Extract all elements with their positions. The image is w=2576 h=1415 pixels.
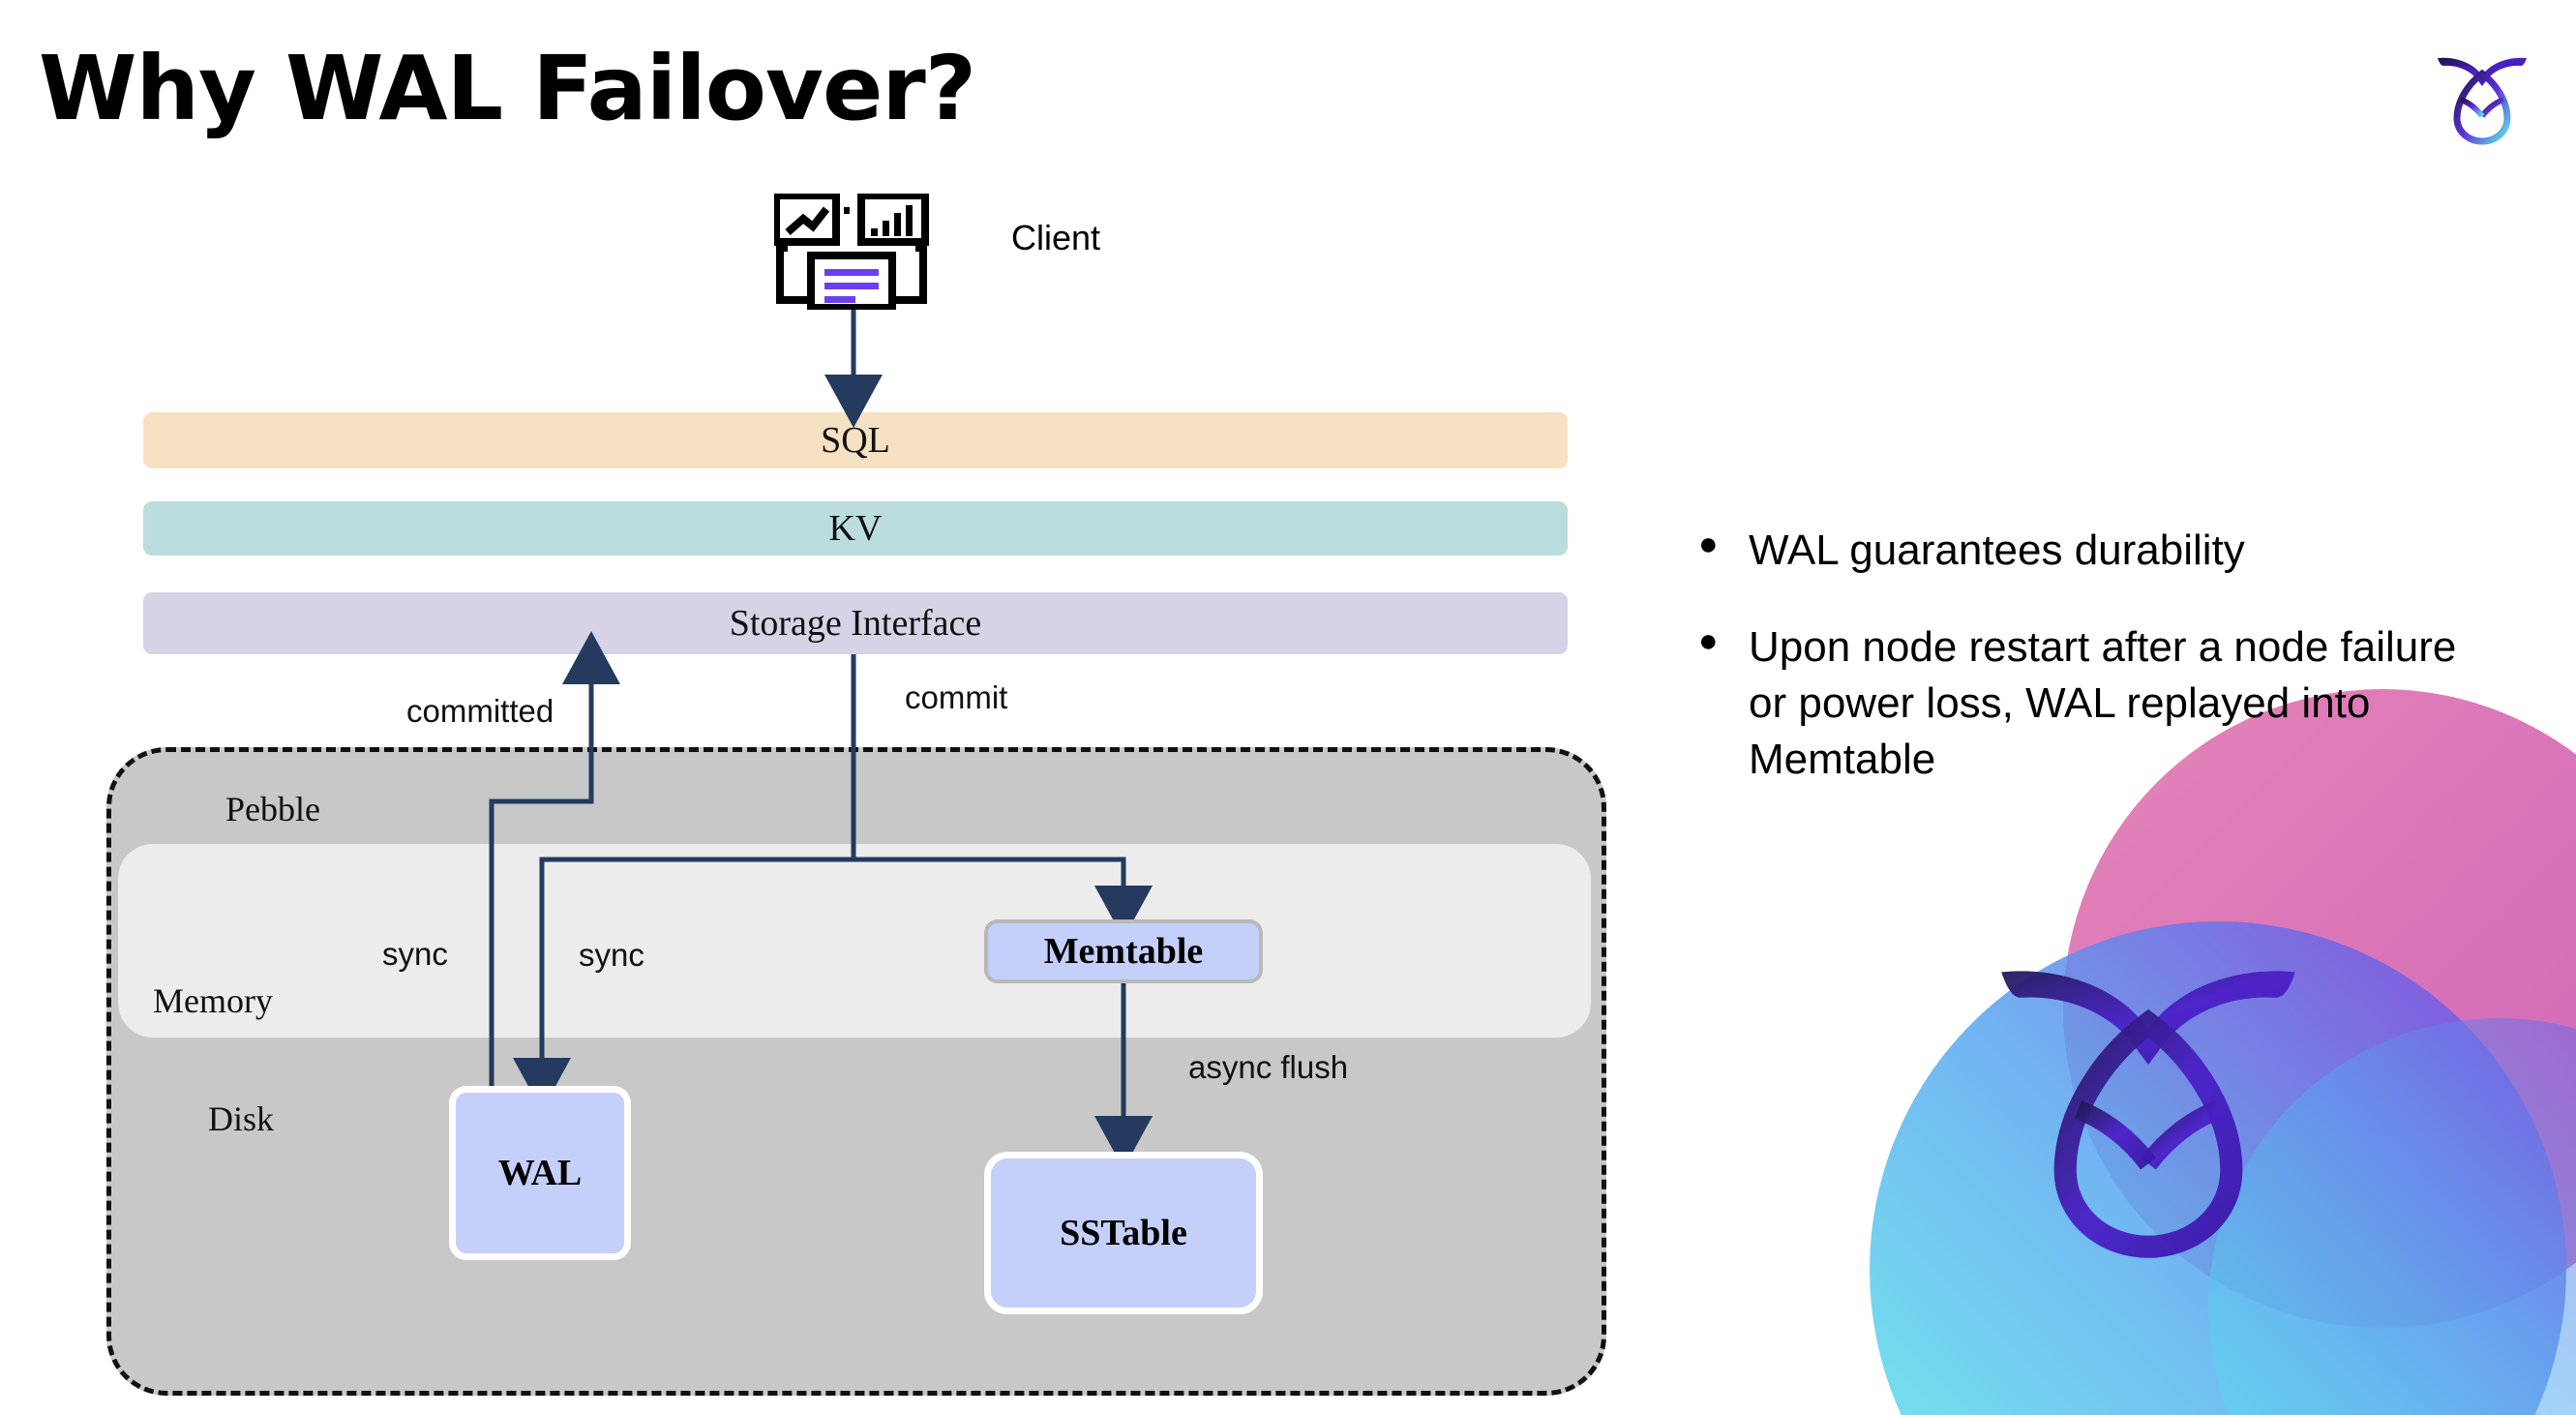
bullet-marker-icon: ● xyxy=(1698,526,1719,562)
edge-label-sync-right: sync xyxy=(579,937,644,973)
client-analytics-icon xyxy=(772,192,929,312)
edge-label-sync-left: sync xyxy=(382,936,448,972)
edge-label-committed: committed xyxy=(406,693,554,729)
bullet-list: ● WAL guarantees durability ● Upon node … xyxy=(1698,523,2492,828)
client-label: Client xyxy=(1011,218,1101,257)
disk-label: Disk xyxy=(208,1099,275,1138)
memory-label: Memory xyxy=(153,981,273,1020)
list-item: ● Upon node restart after a node failure… xyxy=(1698,619,2492,788)
node-memtable: Memtable xyxy=(984,919,1263,983)
edge-label-async-flush: async flush xyxy=(1188,1049,1349,1085)
cockroachdb-logo-icon xyxy=(2424,31,2540,147)
list-item: ● WAL guarantees durability xyxy=(1698,523,2492,579)
bullet-marker-icon: ● xyxy=(1698,622,1719,660)
layer-storage-interface: Storage Interface xyxy=(143,592,1568,654)
pebble-label: Pebble xyxy=(225,790,320,828)
node-sstable: SSTable xyxy=(984,1152,1263,1314)
connector-layer xyxy=(489,310,1153,1169)
edge-label-commit: commit xyxy=(905,679,1008,715)
memory-region xyxy=(118,844,1591,1038)
page-title: Why WAL Failover? xyxy=(39,37,976,140)
architecture-diagram: Client SQL KV Storage Interface Pebble M… xyxy=(106,192,1606,1396)
node-wal: WAL xyxy=(449,1086,631,1260)
bullet-text: WAL guarantees durability xyxy=(1749,527,2245,574)
layer-kv: KV xyxy=(143,501,1568,556)
bullet-text: Upon node restart after a node failure o… xyxy=(1749,623,2457,784)
